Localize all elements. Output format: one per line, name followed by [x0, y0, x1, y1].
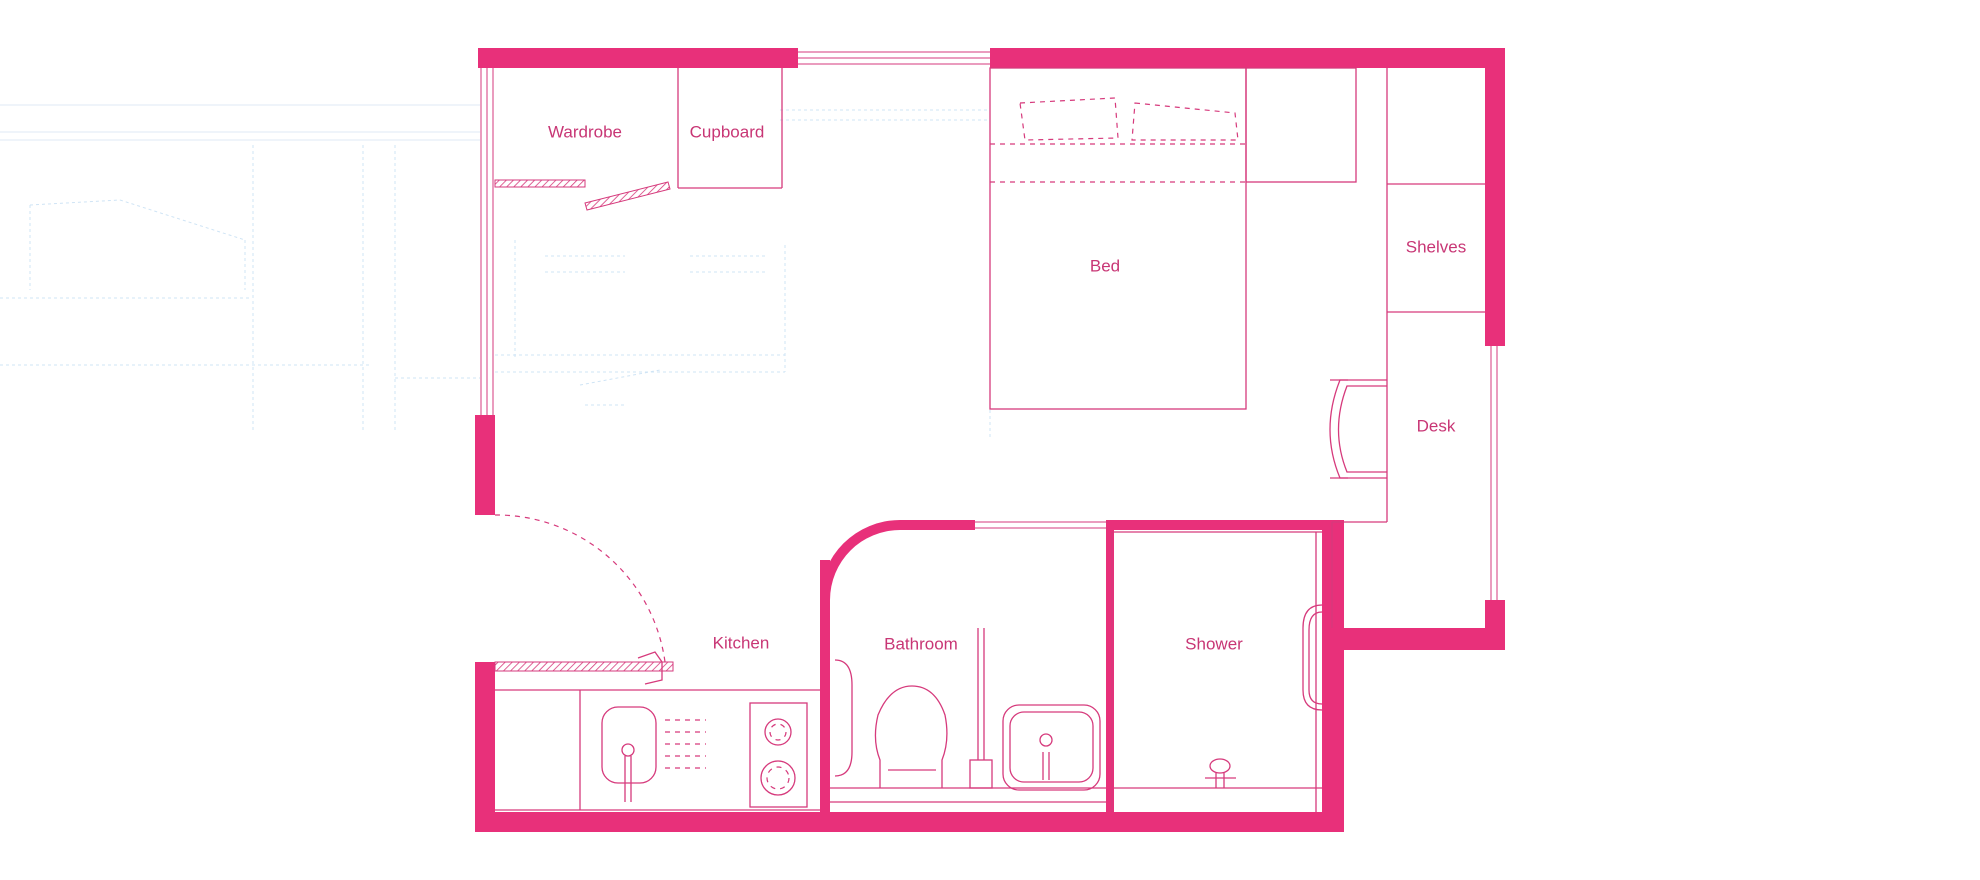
kitchen-sink-icon	[601, 706, 706, 802]
kitchen	[495, 689, 820, 811]
walls	[475, 48, 1505, 832]
kitchen-tap-icon	[621, 743, 635, 802]
toilet-icon	[874, 685, 948, 788]
label-wardrobe: Wardrobe	[548, 122, 622, 141]
ghost-lines	[0, 104, 991, 440]
label-bathroom: Bathroom	[884, 634, 958, 653]
hob-icon	[749, 702, 808, 808]
label-shelves: Shelves	[1406, 237, 1466, 256]
label-kitchen: Kitchen	[713, 633, 770, 652]
chair-icon	[1329, 379, 1387, 479]
shower-tap-icon	[1205, 758, 1236, 788]
label-cupboard: Cupboard	[690, 122, 765, 141]
label-shower: Shower	[1185, 634, 1243, 653]
shelves-desk	[1245, 67, 1485, 628]
wardrobe-cupboard	[494, 68, 783, 211]
windows	[480, 51, 1498, 600]
label-bed: Bed	[1090, 256, 1120, 275]
label-desk: Desk	[1417, 416, 1456, 435]
bed	[989, 67, 1247, 410]
room-labels: Wardrobe Cupboard Bed Shelves Desk Kitch…	[548, 122, 1466, 653]
toilet-brush-icon	[969, 628, 993, 789]
entry-door	[494, 514, 674, 685]
bathroom	[830, 628, 1106, 803]
shower	[1111, 531, 1323, 812]
sink-icon	[1002, 704, 1101, 791]
